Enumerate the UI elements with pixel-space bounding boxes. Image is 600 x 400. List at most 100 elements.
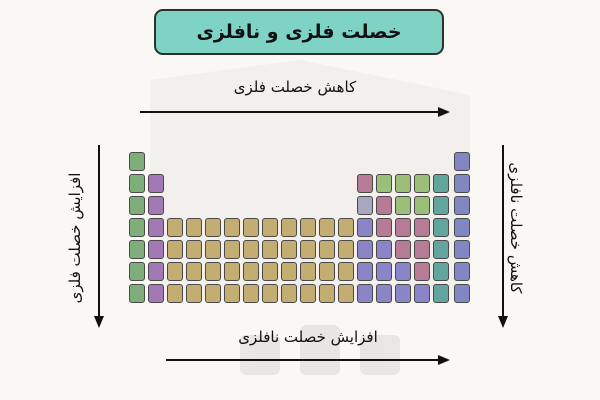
element-cell [433,262,449,281]
element-cell [433,174,449,193]
element-cell [224,218,240,237]
element-cell [148,196,164,215]
element-cell [319,284,335,303]
element-cell [395,218,411,237]
element-cell [243,262,259,281]
element-cell [414,196,430,215]
element-cell [281,284,297,303]
element-cell [167,262,183,281]
element-cell [262,284,278,303]
element-cell [262,240,278,259]
right-arrow [498,145,508,328]
element-cell [433,218,449,237]
element-cell [338,218,354,237]
element-cell [376,262,392,281]
element-cell [357,284,373,303]
element-cell [148,174,164,193]
element-cell [433,196,449,215]
element-cell [338,240,354,259]
element-cell [414,284,430,303]
element-cell [376,284,392,303]
element-cell [357,196,373,215]
element-cell [338,262,354,281]
top-arrow [140,107,450,117]
element-cell [433,240,449,259]
element-cell [129,240,145,259]
bottom-arrow [166,355,450,365]
element-cell [414,240,430,259]
element-cell [129,284,145,303]
element-cell [300,218,316,237]
diagram-title: خصلت فلزی و نافلزی [196,21,402,43]
element-cell [300,284,316,303]
element-cell [300,240,316,259]
element-cell [205,218,221,237]
element-cell [243,240,259,259]
element-cell [454,196,470,215]
element-cell [357,218,373,237]
element-cell [454,152,470,171]
element-cell [357,240,373,259]
element-cell [129,262,145,281]
element-cell [224,240,240,259]
element-cell [167,218,183,237]
element-cell [148,218,164,237]
element-cell [224,284,240,303]
element-cell [414,174,430,193]
element-cell [129,196,145,215]
element-cell [376,196,392,215]
element-cell [395,240,411,259]
element-cell [319,262,335,281]
bottom-trend-label: افزایش خصلت نافلزی [238,328,378,346]
element-cell [205,240,221,259]
left-arrow [94,145,104,328]
element-cell [395,174,411,193]
element-cell [376,174,392,193]
element-cell [148,284,164,303]
element-cell [454,262,470,281]
element-cell [300,262,316,281]
element-cell [454,218,470,237]
element-cell [433,284,449,303]
element-cell [262,218,278,237]
element-cell [395,262,411,281]
element-cell [357,262,373,281]
title-box: خصلت فلزی و نافلزی [154,9,444,55]
element-cell [395,196,411,215]
element-cell [281,262,297,281]
element-cell [281,240,297,259]
element-cell [454,174,470,193]
element-cell [262,262,278,281]
element-cell [338,284,354,303]
element-cell [129,152,145,171]
element-cell [454,284,470,303]
element-cell [205,284,221,303]
element-cell [454,240,470,259]
element-cell [205,262,221,281]
element-cell [243,284,259,303]
element-cell [186,240,202,259]
element-cell [319,240,335,259]
element-cell [186,218,202,237]
element-cell [319,218,335,237]
element-cell [186,262,202,281]
element-cell [224,262,240,281]
element-cell [129,218,145,237]
element-cell [167,284,183,303]
element-cell [281,218,297,237]
element-cell [395,284,411,303]
element-cell [148,240,164,259]
element-cell [376,240,392,259]
element-cell [129,174,145,193]
top-trend-label: کاهش خصلت فلزی [233,78,357,96]
element-cell [357,174,373,193]
element-cell [376,218,392,237]
element-cell [414,262,430,281]
element-cell [167,240,183,259]
element-cell [148,262,164,281]
element-cell [414,218,430,237]
element-cell [186,284,202,303]
element-cell [243,218,259,237]
